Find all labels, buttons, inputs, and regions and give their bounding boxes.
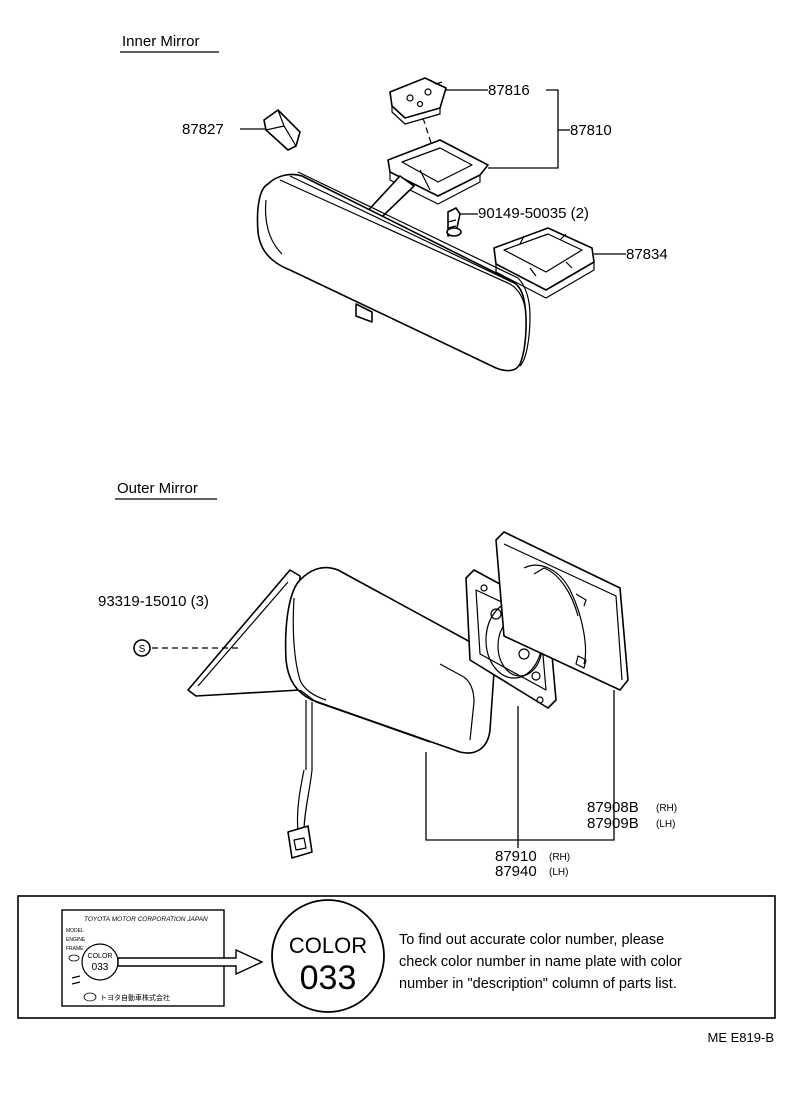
- harness-connector: [287, 700, 313, 859]
- bracket-leader-87810: [488, 89, 559, 169]
- inner-mirror-heading: Inner Mirror: [122, 33, 200, 50]
- outer-mirror-base: [187, 569, 301, 697]
- label-87940-side: (LH): [549, 867, 568, 878]
- label-87908b-side: (RH): [656, 803, 677, 814]
- label-87816: 87816: [488, 82, 530, 99]
- figure-code: ME E819-B: [708, 1030, 774, 1045]
- cover-87827: [263, 109, 301, 151]
- inner-mirror-body: [256, 171, 531, 372]
- label-87910: 87910: [495, 848, 537, 865]
- screw-marker: [133, 639, 151, 657]
- plate-row-frame: FRAME: [66, 946, 84, 952]
- plate-row-engine: ENGINE: [66, 937, 86, 943]
- plate-footer: トヨタ自動車株式会社: [100, 993, 170, 1002]
- plate-color-word: COLOR: [88, 953, 113, 960]
- label-90149: 90149-50035 (2): [478, 205, 589, 222]
- plate-row-model: MODEL: [66, 928, 84, 934]
- badge-color-word: COLOR: [289, 933, 367, 958]
- label-87908b: 87908B: [587, 799, 639, 816]
- bracket-plate-87816: [389, 77, 447, 125]
- arrow-icon: [117, 948, 264, 976]
- screw-marker-letter: S: [139, 644, 146, 655]
- guide-line-87816: [422, 117, 435, 153]
- label-87909b: 87909B: [587, 815, 639, 832]
- color-badge: [271, 899, 385, 1013]
- bolt-90149: [446, 207, 462, 237]
- label-87909b-side: (LH): [656, 819, 675, 830]
- label-87827: 87827: [182, 121, 224, 138]
- plate-color-num: 033: [92, 962, 109, 973]
- mirror-glass-87908b: [495, 531, 629, 691]
- note-line-3: number in "description" column of parts …: [399, 976, 677, 992]
- bracket-leader-outer: [425, 690, 615, 841]
- outer-mirror-heading: Outer Mirror: [117, 480, 198, 497]
- label-87810: 87810: [570, 122, 612, 139]
- note-line-1: To find out accurate color number, pleas…: [399, 932, 664, 948]
- badge-color-num: 033: [300, 959, 357, 997]
- label-93319: 93319-15010 (3): [98, 593, 209, 610]
- cover-87834: [493, 227, 595, 299]
- label-87940: 87940: [495, 863, 537, 880]
- label-87910-side: (RH): [549, 852, 570, 863]
- mount-base-87810: [387, 139, 489, 205]
- note-line-2: check color number in name plate with co…: [399, 954, 682, 970]
- outer-mirror-housing: [284, 566, 495, 754]
- plate-maker: TOYOTA MOTOR CORPORATION JAPAN: [84, 916, 208, 923]
- label-87834: 87834: [626, 246, 668, 263]
